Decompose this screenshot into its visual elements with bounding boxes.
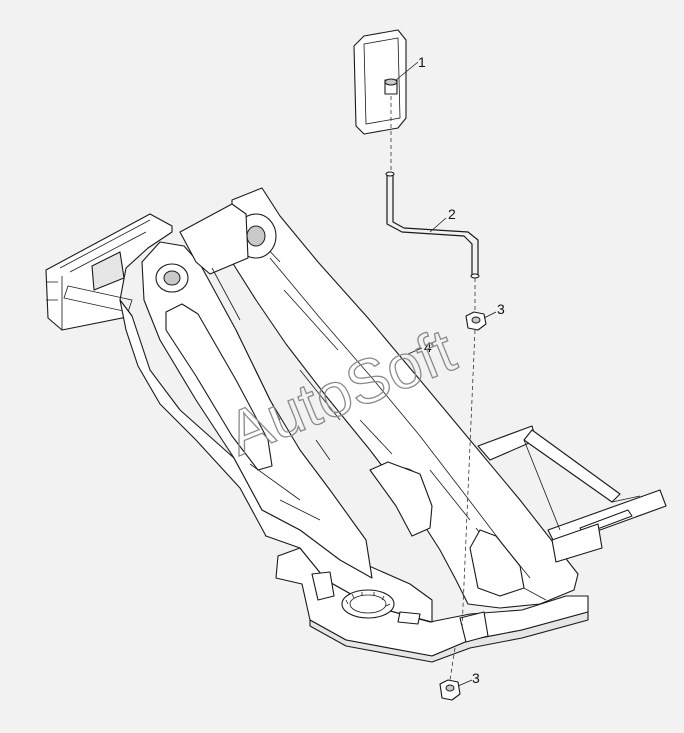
callout-1: 1 <box>418 54 426 70</box>
main-beam-left <box>119 299 433 623</box>
rear-box-edge <box>46 219 151 330</box>
leader-1 <box>395 61 419 81</box>
rod-end-bottom <box>470 273 480 279</box>
part-1-pad <box>353 29 407 135</box>
leader-2 <box>429 217 447 233</box>
boom-arm <box>231 187 579 609</box>
base-bracket-3 <box>459 611 489 643</box>
lower-bracket <box>369 461 433 537</box>
base-bracket-2 <box>397 611 421 625</box>
part-2-rod <box>385 171 480 279</box>
rod-end-top <box>385 171 395 177</box>
leader-4 <box>407 347 423 355</box>
pad-bolt-head <box>384 78 398 86</box>
nut-bottom-hole <box>445 684 455 692</box>
callout-3-top: 3 <box>497 301 505 317</box>
part-3-nut-top <box>465 311 487 331</box>
pivot-bracket <box>179 203 249 275</box>
pivot-hole-top <box>246 225 266 247</box>
side-plate-window <box>165 303 273 471</box>
leader-3-bottom <box>457 679 473 687</box>
callout-4: 4 <box>424 339 432 355</box>
rear-box-pocket <box>91 251 125 291</box>
rod-outline-inner <box>392 173 479 277</box>
turntable-bolts <box>345 592 391 607</box>
boom-cutout <box>469 529 525 597</box>
base-plate-underside <box>309 611 589 663</box>
pad-face <box>363 37 401 125</box>
frame-assembly <box>45 187 667 663</box>
base-bracket-1 <box>311 571 335 601</box>
frame-web-lines <box>211 267 471 521</box>
leader-3-top <box>483 311 497 319</box>
part-3-nut-bottom <box>439 679 461 701</box>
callout-2: 2 <box>448 206 456 222</box>
outrigger-link <box>523 439 641 531</box>
callout-3-bottom: 3 <box>472 670 480 686</box>
turntable-ring <box>341 589 395 619</box>
nut-top-hole <box>471 316 481 324</box>
rod-outline <box>386 173 473 277</box>
centerline-frame-nut <box>449 647 456 681</box>
pivot-hole-left <box>163 270 181 286</box>
outrigger-side <box>551 523 603 563</box>
pad-body <box>353 29 407 135</box>
turntable-inner <box>349 594 387 614</box>
centerline-nut-frame <box>461 329 476 631</box>
